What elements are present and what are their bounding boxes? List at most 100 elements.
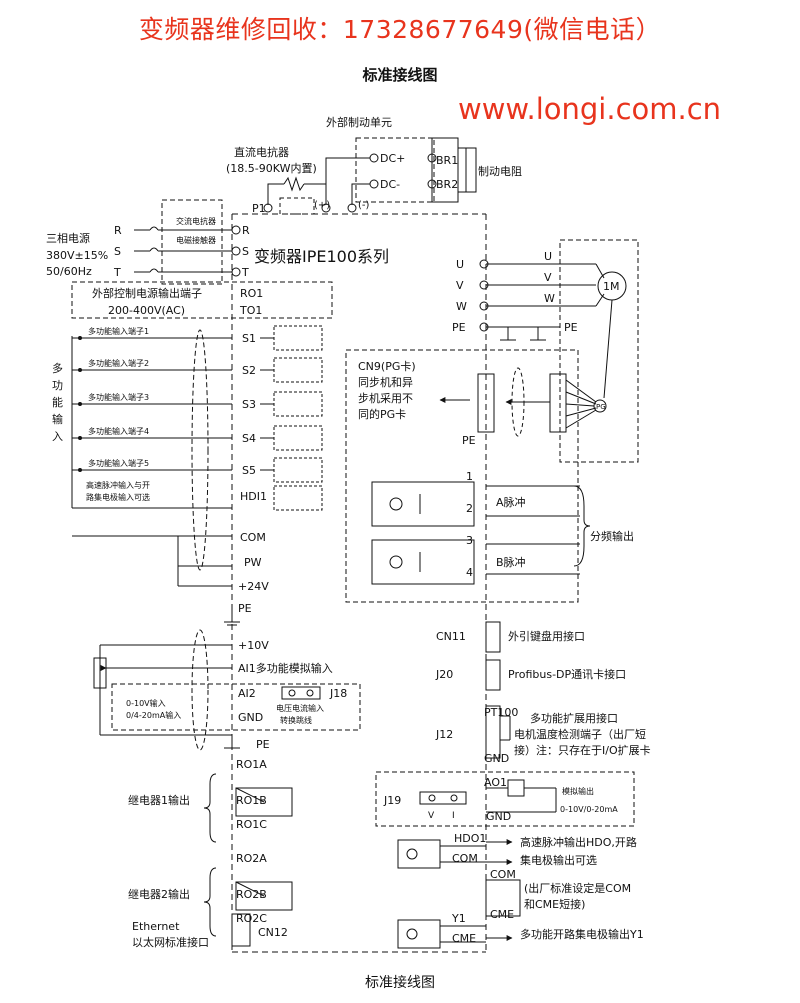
pg-line2: 同步机和异 <box>358 375 413 389</box>
dc-reactor-label: 直流电抗器 <box>234 145 289 159</box>
dc-plus-label: DC+ <box>380 152 405 165</box>
optocoupler-box <box>273 391 323 417</box>
motor-v: V <box>544 271 552 284</box>
ao-range: 0-10V/0-20mA <box>560 805 618 814</box>
input-desc-4: 多功能输入端子4 <box>88 426 149 436</box>
ao-label: 模拟输出 <box>562 786 594 796</box>
optocoupler-box <box>273 485 323 511</box>
j12-desc1: 多功能扩展用接口 <box>530 711 618 725</box>
terminal-t: T <box>241 266 249 279</box>
terminal-s: S <box>242 245 249 258</box>
ethernet-port <box>231 913 251 947</box>
port-box <box>485 621 501 653</box>
terminal-ro2a: RO2A <box>236 852 267 865</box>
drive-enclosure <box>231 213 487 953</box>
drive-name: 变频器IPE100系列 <box>254 247 389 266</box>
motor-w: W <box>544 292 555 305</box>
ctrl-power-label: 外部控制电源输出端子 <box>92 286 202 300</box>
com-note2: 和CME短接) <box>524 897 585 911</box>
relay-brace <box>203 867 217 937</box>
terminal-24v: +24V <box>238 580 269 593</box>
relay-label-2: 继电器2输出 <box>128 887 190 901</box>
terminal-ai1: AI1多功能模拟输入 <box>238 661 333 675</box>
p1-label: P1 <box>252 202 266 215</box>
ai-range-1: 0-10V输入 <box>126 698 166 708</box>
input-switch-dot <box>78 402 82 406</box>
digital-output-block <box>397 839 521 949</box>
optocoupler-box <box>273 325 323 351</box>
ctrl-power-range: 200-400V(AC) <box>108 304 185 317</box>
input-desc-5: 多功能输入端子5 <box>88 458 149 468</box>
input-switch-dot <box>78 336 82 340</box>
pg-line3: 步机采用不 <box>358 391 413 405</box>
input-group-char: 输 <box>52 412 63 426</box>
terminal-hdo1: HDO1 <box>454 832 486 845</box>
pg-card <box>345 299 613 603</box>
pg-pe: PE <box>462 434 476 447</box>
y1-desc: 多功能开路集电极输出Y1 <box>520 927 644 941</box>
diagram-caption: 标准接线图 <box>365 975 435 991</box>
input-desc-3: 多功能输入端子3 <box>88 392 149 402</box>
input-desc-1: 多功能输入端子1 <box>88 326 149 336</box>
port-desc-1: Profibus-DP通讯卡接口 <box>508 668 626 681</box>
switch-label-1: 电压电流输入 <box>276 703 324 713</box>
ethernet-desc: 以太网标准接口 <box>132 935 209 949</box>
terminal-gnd-1: GND <box>238 711 263 724</box>
terminal-cme-1: CME <box>490 908 514 921</box>
j12-gnd: GND <box>484 752 509 765</box>
switch-label-2: 转换跳线 <box>280 715 312 725</box>
power-frequency: 50/60Hz <box>46 265 92 278</box>
port-label-1: J20 <box>435 668 453 681</box>
terminal-cme-2: CME <box>452 932 476 945</box>
ac-reactor-label: 交流电抗器 <box>176 216 216 226</box>
terminal-v: V <box>456 279 464 292</box>
terminal-gnd-ao: GND <box>486 810 511 823</box>
j12-desc2: 电机温度检测端子（出厂短 <box>514 727 646 741</box>
br1-label: BR1 <box>436 154 458 167</box>
terminal-com: COM <box>240 531 266 544</box>
relay-brace <box>203 773 217 843</box>
brake-resistor-label: 制动电阻 <box>478 165 522 178</box>
terminal-pe-motor: PE <box>452 321 466 334</box>
phase-t-in: T <box>113 266 121 279</box>
pg-pin-1: 1 <box>466 470 473 483</box>
relay-contact <box>235 881 293 911</box>
ctrl-power-box <box>71 281 333 319</box>
digital-inputs: 多功能输入端子1S1多功能输入端子2S2多功能输入端子3S3多功能输入端子4S4… <box>72 325 323 511</box>
terminal-pw: PW <box>244 556 262 569</box>
motor-pe: PE <box>564 321 578 334</box>
brake-unit <box>263 137 477 215</box>
terminal-w: W <box>456 300 467 313</box>
relay-label-1: 继电器1输出 <box>128 793 190 807</box>
input-group-char: 能 <box>52 395 63 409</box>
pg-pin-4: 4 <box>466 566 473 579</box>
pg-divider: 分频输出 <box>590 529 634 543</box>
terminal-ro2b: RO2B <box>236 888 267 901</box>
terminal-to1: TO1 <box>239 304 262 317</box>
terminal-s3: S3 <box>242 398 256 411</box>
input-group-text: 多 <box>52 361 63 375</box>
terminal-pe-2: PE <box>256 738 270 751</box>
terminal-r: R <box>242 224 250 237</box>
terminal-s1: S1 <box>242 332 256 345</box>
j12-port: J12 <box>435 728 453 741</box>
brake-unit-label: 外部制动单元 <box>326 115 392 129</box>
port-box <box>485 659 501 691</box>
pg-title: CN9(PG卡) <box>358 360 416 373</box>
phase-s-in: S <box>114 245 121 258</box>
jumper-j19: J19 <box>383 794 401 807</box>
phase-r-in: R <box>114 224 122 237</box>
terminal-ro1b: RO1B <box>236 794 267 807</box>
watermark-url: www.longi.com.cn <box>458 92 722 126</box>
power-voltage: 380V±15% <box>46 249 108 262</box>
terminal-ro1a: RO1A <box>236 758 267 771</box>
terminal-com-3: COM <box>490 868 516 881</box>
terminal-com-2: COM <box>452 852 478 865</box>
terminal-ro1c: RO1C <box>236 818 267 831</box>
input-group-label: 多 功能输入 <box>52 361 67 443</box>
j12-pt100: PT100 <box>484 706 518 719</box>
terminal-y1: Y1 <box>451 912 466 925</box>
